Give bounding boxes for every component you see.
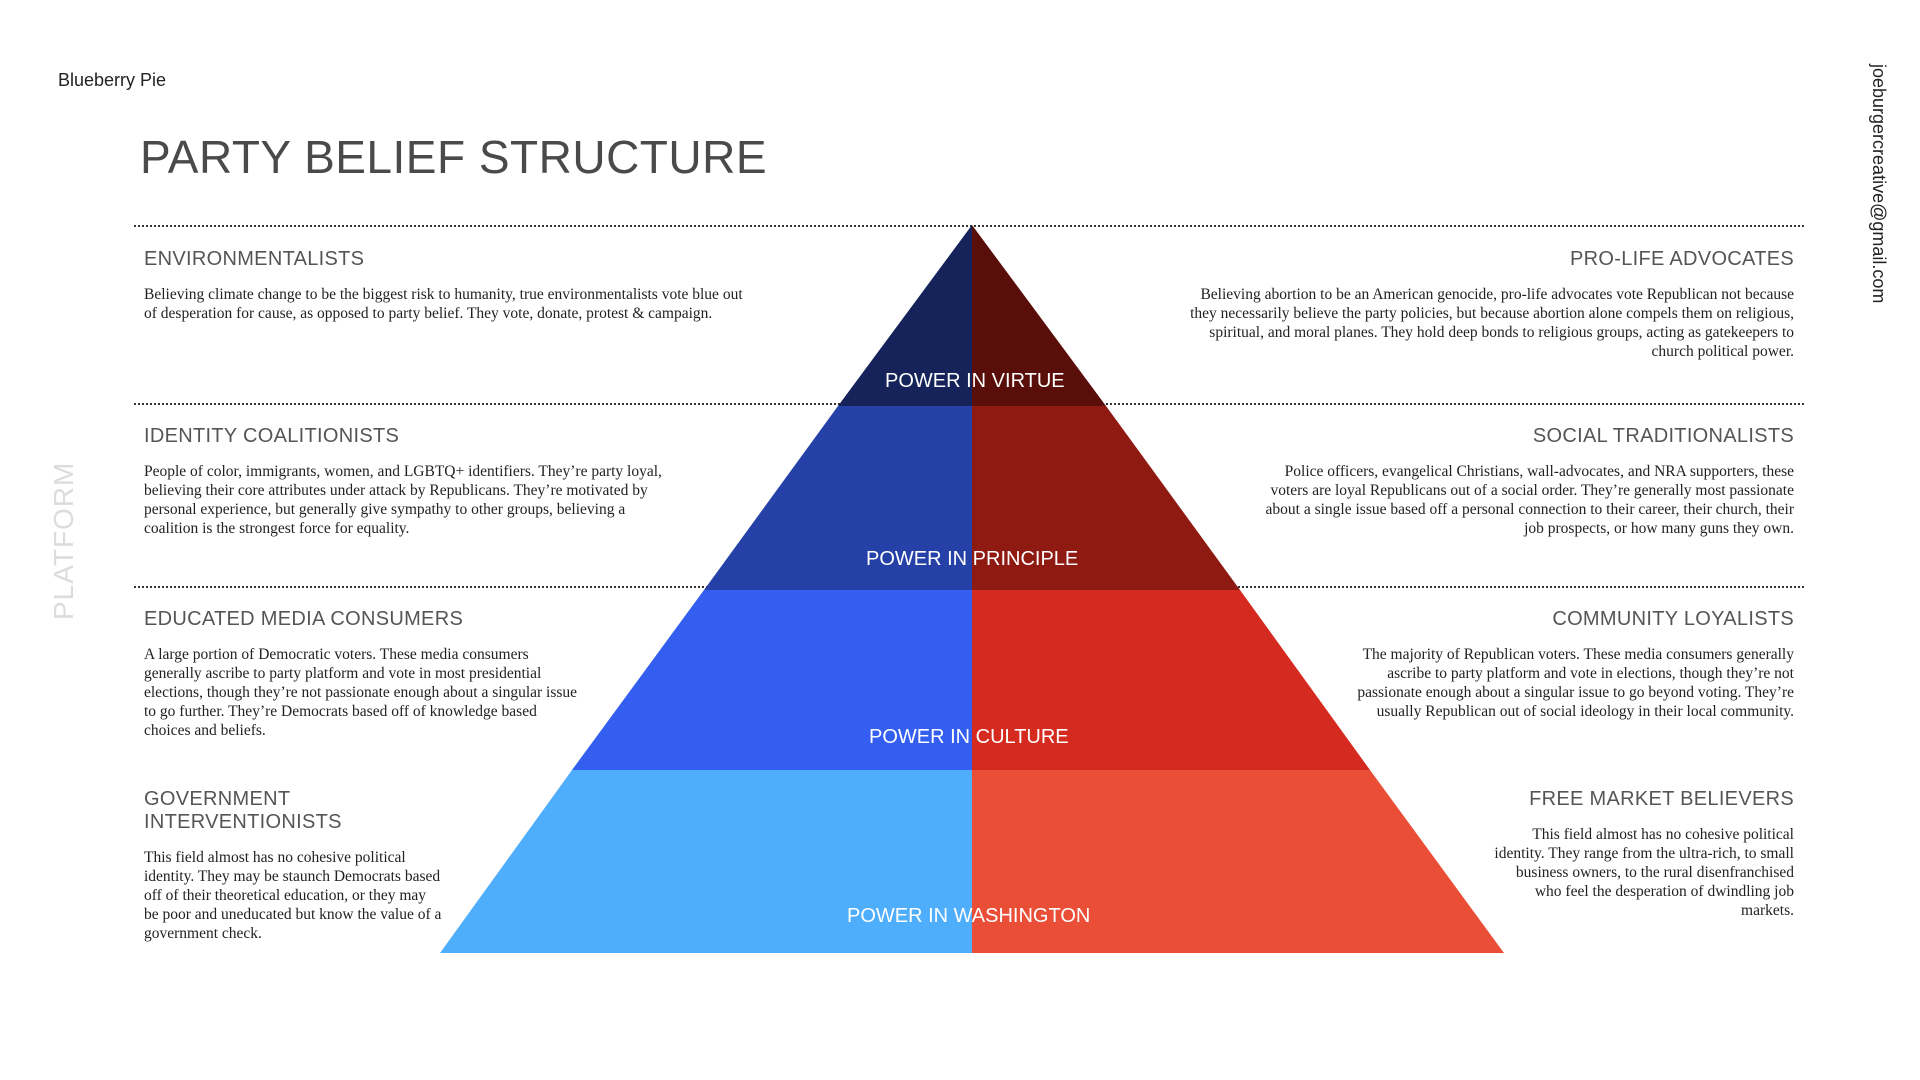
pyramid-left-tier-3 bbox=[572, 590, 972, 770]
contact-email: joeburgercreative@gmail.com bbox=[1869, 64, 1889, 304]
right-group-pro-life-advocates: PRO-LIFE ADVOCATES Believing abortion to… bbox=[1174, 248, 1794, 361]
group-heading: EDUCATED MEDIA CONSUMERS bbox=[144, 608, 464, 630]
brand-name: Blueberry Pie bbox=[58, 70, 167, 90]
tier-label-washington: POWER IN WASHINGTON bbox=[847, 905, 1091, 927]
left-group-environmentalists: ENVIRONMENTALISTS Believing climate chan… bbox=[144, 248, 744, 323]
group-description: This field almost has no cohesive politi… bbox=[144, 849, 442, 942]
right-group-free-market-believers: FREE MARKET BELIEVERS This field almost … bbox=[1494, 788, 1794, 920]
pyramid-left-tier-1 bbox=[838, 225, 972, 406]
left-group-educated-media-consumers: EDUCATED MEDIA CONSUMERS A large portion… bbox=[144, 608, 584, 740]
pyramid-right-tier-4 bbox=[972, 770, 1504, 953]
group-heading: FREE MARKET BELIEVERS bbox=[1529, 788, 1794, 810]
tier-divider-top bbox=[134, 225, 1804, 227]
group-description: People of color, immigrants, women, and … bbox=[144, 463, 662, 537]
group-description: Believing abortion to be an American gen… bbox=[1190, 286, 1794, 360]
group-description: Police officers, evangelical Christians,… bbox=[1265, 463, 1794, 537]
pyramid-left-tier-2 bbox=[704, 406, 972, 590]
pyramid-right-tier-2 bbox=[972, 406, 1240, 590]
group-heading: IDENTITY COALITIONISTS bbox=[144, 425, 400, 447]
group-description: This field almost has no cohesive politi… bbox=[1494, 826, 1794, 919]
group-heading: PRO-LIFE ADVOCATES bbox=[1570, 248, 1794, 270]
page-title: PARTY BELIEF STRUCTURE bbox=[140, 131, 768, 183]
left-group-identity-coalitionists: IDENTITY COALITIONISTS People of color, … bbox=[144, 425, 664, 538]
pyramid-right-tier-3 bbox=[972, 590, 1370, 770]
group-heading: GOVERNMENT INTERVENTIONISTS bbox=[144, 788, 342, 833]
group-description: Believing climate change to be the bigge… bbox=[144, 286, 743, 322]
group-description: The majority of Republican voters. These… bbox=[1357, 646, 1794, 720]
right-group-social-traditionalists: SOCIAL TRADITIONALISTS Police officers, … bbox=[1254, 425, 1794, 538]
pyramid-left-tier-4 bbox=[440, 770, 972, 953]
left-group-government-interventionists: GOVERNMENT INTERVENTIONISTS This field a… bbox=[144, 788, 444, 943]
group-heading: COMMUNITY LOYALISTS bbox=[1552, 608, 1794, 630]
tier-label-culture: POWER IN CULTURE bbox=[869, 726, 1069, 748]
tier-label-principle: POWER IN PRINCIPLE bbox=[866, 548, 1079, 570]
group-description: A large portion of Democratic voters. Th… bbox=[144, 646, 578, 739]
right-group-community-loyalists: COMMUNITY LOYALISTS The majority of Repu… bbox=[1354, 608, 1794, 721]
group-heading: SOCIAL TRADITIONALISTS bbox=[1532, 425, 1794, 447]
pyramid-right-tier-1 bbox=[972, 225, 1106, 406]
tier-label-virtue: POWER IN VIRTUE bbox=[885, 370, 1065, 392]
group-heading: ENVIRONMENTALISTS bbox=[144, 248, 365, 270]
